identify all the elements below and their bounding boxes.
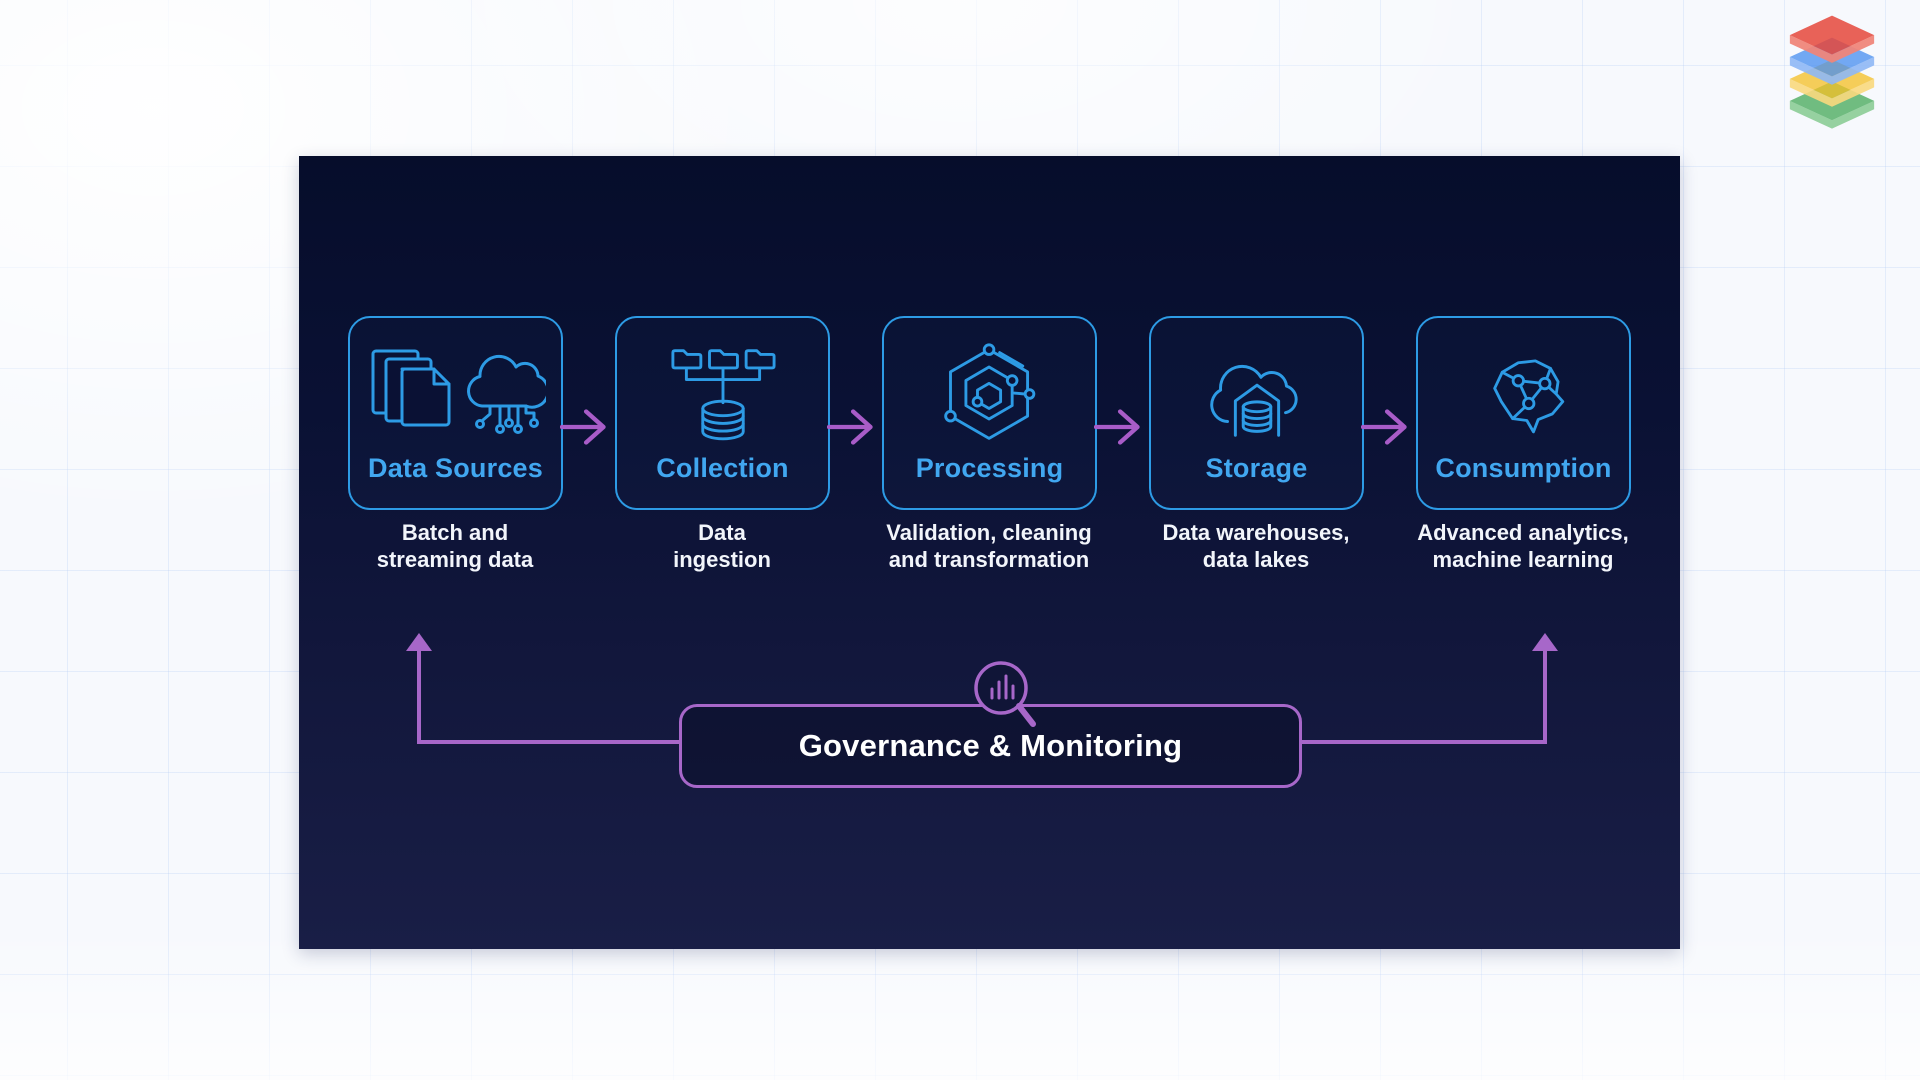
governance-connector-left bbox=[419, 740, 681, 744]
pipeline-panel: Data Sources Collection bbox=[299, 156, 1680, 949]
stage-label: Storage bbox=[1205, 453, 1308, 483]
stage-collection: Collection bbox=[615, 316, 830, 510]
flow-arrow-icon bbox=[560, 407, 618, 447]
stage-caption-processing: Validation, cleaning and transformation bbox=[886, 520, 1092, 572]
brain-network-icon bbox=[1418, 332, 1629, 456]
layered-stack-logo-icon bbox=[1789, 15, 1875, 129]
up-arrowhead-icon bbox=[406, 633, 432, 651]
stage-label: Collection bbox=[656, 453, 789, 483]
governance-connector-right bbox=[1300, 740, 1545, 744]
stage-label: Processing bbox=[915, 453, 1064, 483]
up-arrowhead-icon bbox=[1532, 633, 1558, 651]
folders-database-icon bbox=[617, 332, 828, 456]
stage-data-sources: Data Sources bbox=[348, 316, 563, 510]
hexagon-circuit-icon bbox=[884, 332, 1095, 456]
stage-consumption: Consumption bbox=[1416, 316, 1631, 510]
stage-label: Data Sources bbox=[368, 453, 543, 483]
stage-caption-storage: Data warehouses, data lakes bbox=[1162, 520, 1350, 572]
magnifier-bar-chart-icon bbox=[965, 652, 1045, 738]
stage-label: Consumption bbox=[1435, 453, 1612, 483]
governance-connector-right-up bbox=[1543, 650, 1547, 744]
layered-stack-logo bbox=[1778, 14, 1886, 132]
governance-label: Governance & Monitoring bbox=[798, 728, 1183, 763]
governance-connector-left-up bbox=[417, 650, 421, 744]
cloud-warehouse-icon bbox=[1151, 332, 1362, 456]
documents-cloud-icon bbox=[350, 332, 561, 456]
stage-caption-data-sources: Batch and streaming data bbox=[376, 520, 534, 572]
stage-caption-consumption: Advanced analytics, machine learning bbox=[1417, 520, 1629, 572]
stage-caption-collection: Data ingestion bbox=[673, 520, 771, 572]
stage-storage: Storage bbox=[1149, 316, 1364, 510]
stage-processing: Processing bbox=[882, 316, 1097, 510]
flow-arrow-icon bbox=[1094, 407, 1152, 447]
flow-arrow-icon bbox=[1361, 407, 1419, 447]
flow-arrow-icon bbox=[827, 407, 885, 447]
